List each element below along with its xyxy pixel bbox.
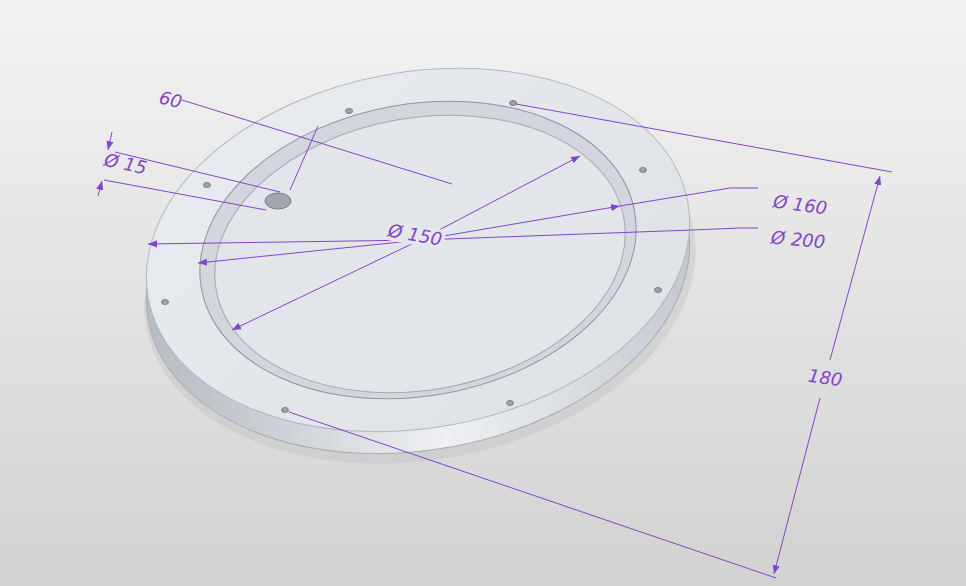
- dimension-label: 60: [154, 87, 187, 113]
- dimension-label: Ø 200: [767, 227, 829, 252]
- dimension-label: Ø 15: [99, 149, 151, 179]
- dimension-label: 180: [804, 365, 847, 390]
- dimension-label: Ø 160: [769, 191, 831, 219]
